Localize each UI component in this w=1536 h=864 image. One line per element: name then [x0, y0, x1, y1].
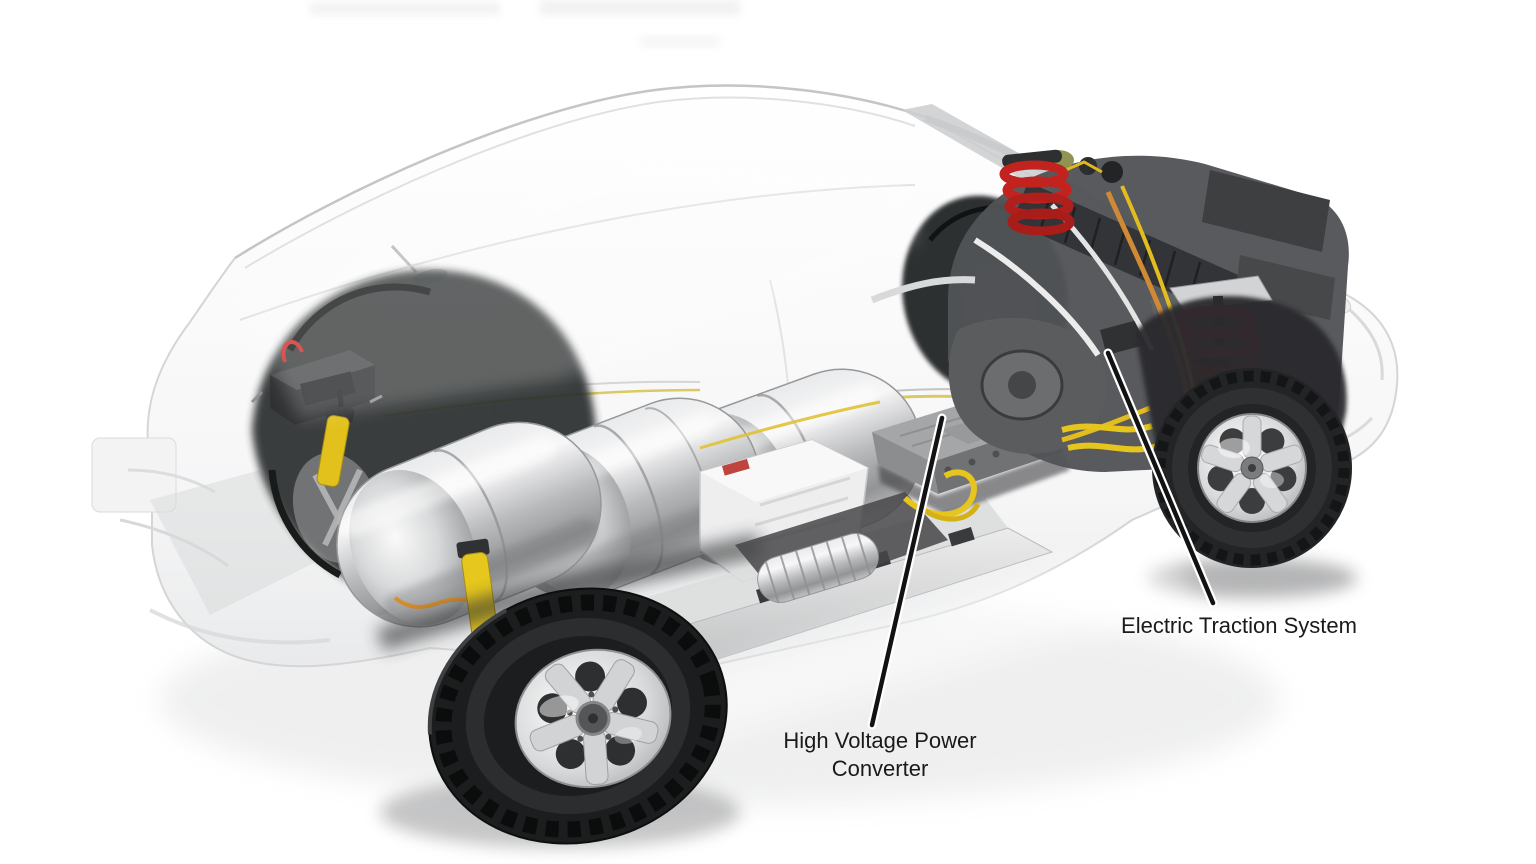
faded-title-remnant	[310, 0, 740, 47]
label-electric-traction-system: Electric Traction System	[1121, 613, 1357, 638]
label-hvpc-line2: Converter	[831, 756, 929, 781]
label-high-voltage-power-converter: High Voltage Power Converter	[760, 727, 1000, 783]
module-logo	[722, 458, 750, 476]
hydrogen-tank-1	[336, 421, 602, 628]
muffler	[757, 532, 879, 604]
callout-line-electric-traction-system	[1103, 348, 1218, 608]
foreground-wheel	[380, 587, 740, 848]
front-right-wheel	[1147, 368, 1357, 598]
coil-spring-front-left	[999, 149, 1075, 236]
callout-line-hv-power-converter	[867, 413, 947, 730]
roofline	[234, 84, 926, 260]
label-hvpc-line1: High Voltage Power	[783, 728, 977, 753]
front-bumper-line	[1348, 308, 1384, 381]
xray-overlays	[240, 160, 1200, 740]
